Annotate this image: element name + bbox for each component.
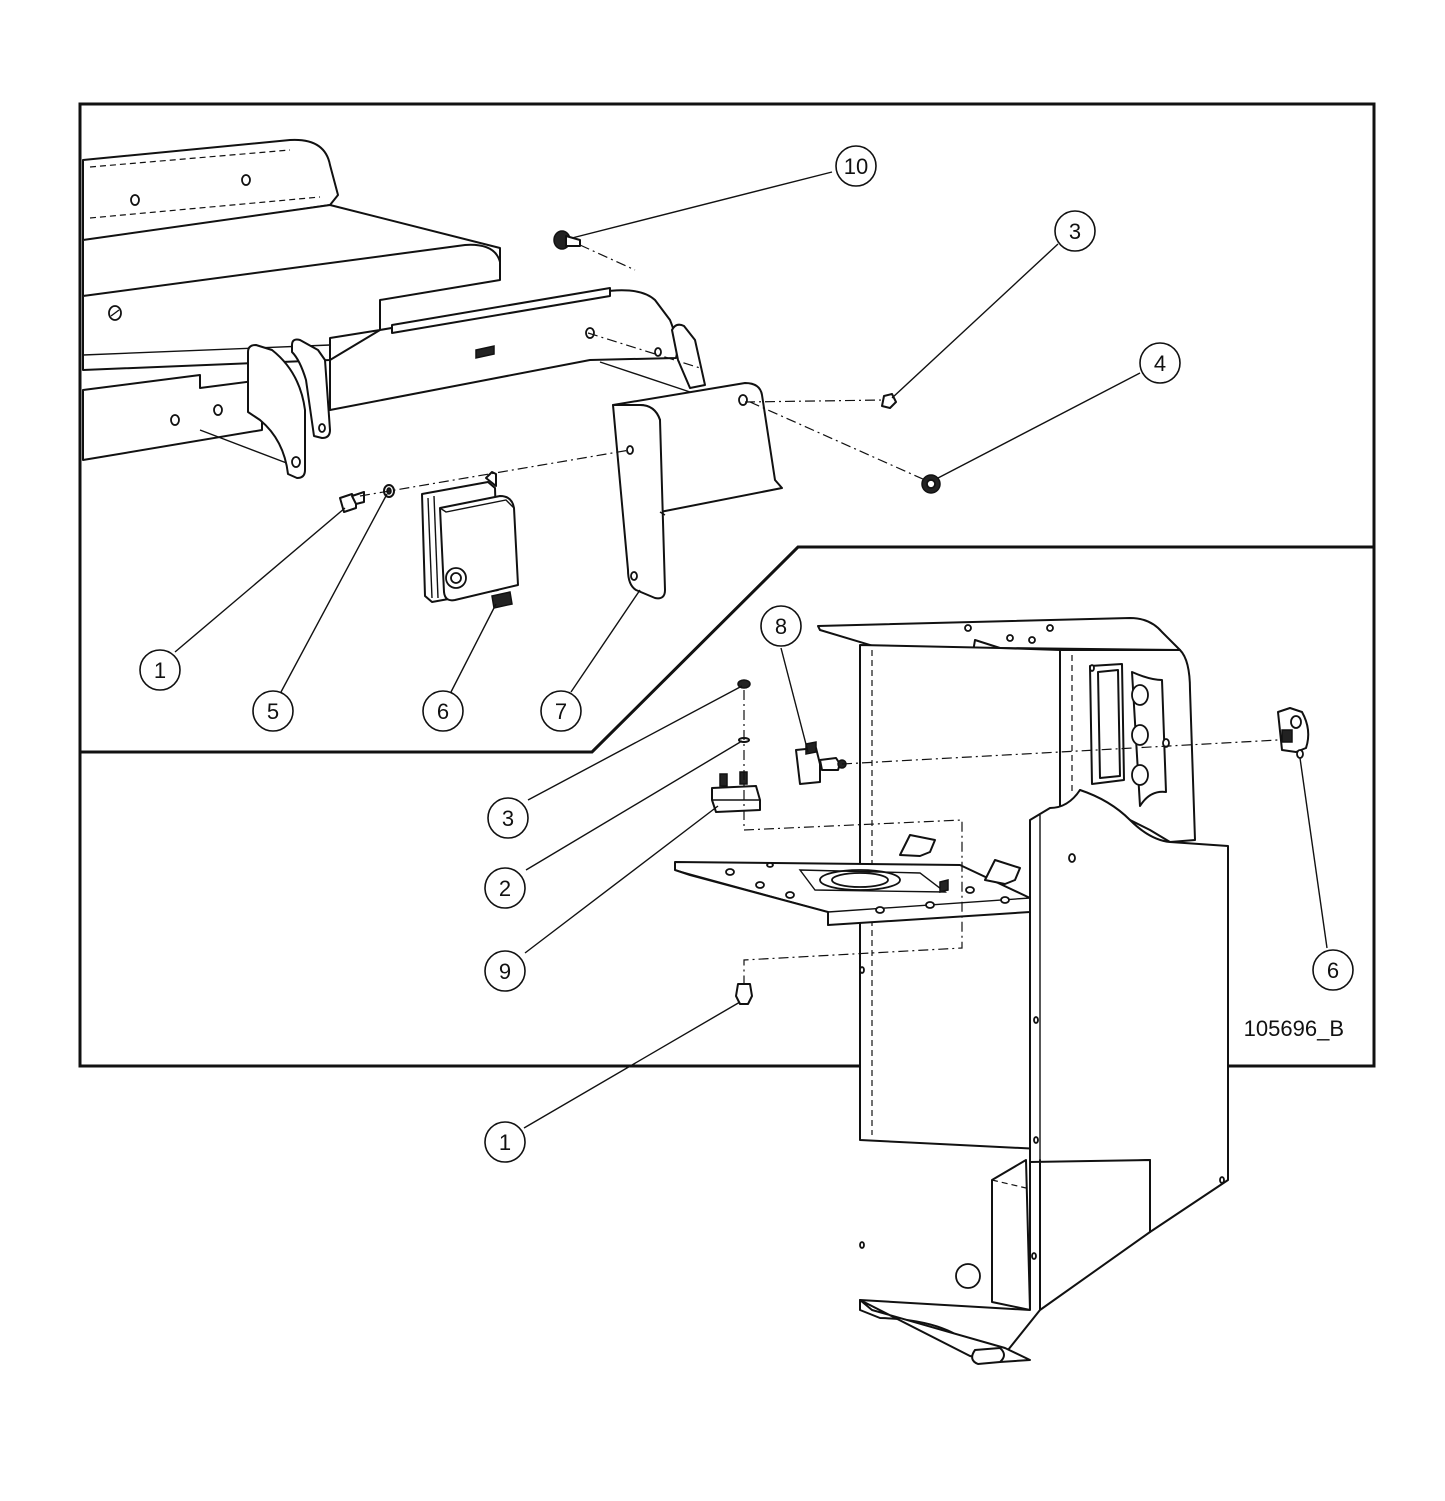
callout-6-lower: 6 [1312, 949, 1354, 991]
leader-lines [174, 171, 1328, 1129]
callout-label: 1 [154, 658, 166, 683]
side-module [1277, 707, 1310, 759]
callout-9: 9 [484, 950, 526, 992]
toggle-switch [795, 741, 847, 785]
callout-3-lower: 3 [487, 797, 529, 839]
drawing-id: 105696_B [1244, 1016, 1344, 1041]
callout-4: 4 [1139, 342, 1181, 384]
tower-enclosure [817, 617, 1229, 1365]
callout-label: 7 [555, 699, 567, 724]
callout-label: 4 [1154, 351, 1166, 376]
callout-label: 2 [499, 876, 511, 901]
callout-1-top: 1 [139, 649, 181, 691]
callout-5: 5 [252, 690, 294, 732]
callout-label: 6 [437, 699, 449, 724]
callout-label: 9 [499, 959, 511, 984]
angle-bracket [612, 382, 783, 600]
frame-assembly [82, 138, 706, 479]
callout-label: 5 [267, 699, 279, 724]
circuit-breaker [711, 771, 761, 813]
callout-3-top: 3 [1054, 210, 1096, 252]
callout-label: 3 [502, 806, 514, 831]
callout-8: 8 [760, 605, 802, 647]
callout-label: 1 [499, 1130, 511, 1155]
detail-inset-border [80, 545, 1374, 754]
callout-1-lower: 1 [484, 1121, 526, 1163]
callout-label: 10 [844, 154, 868, 179]
callout-10: 10 [835, 145, 877, 187]
callout-6-top: 6 [422, 690, 464, 732]
callout-label: 8 [775, 614, 787, 639]
callout-2: 2 [484, 867, 526, 909]
mounting-plate [674, 834, 1031, 926]
callout-label: 6 [1327, 958, 1339, 983]
lower-centerlines [743, 690, 1279, 985]
callout-label: 3 [1069, 219, 1081, 244]
callout-7: 7 [540, 690, 582, 732]
control-module [421, 471, 519, 609]
lower-hardware [735, 679, 753, 1005]
top-centerlines [359, 244, 926, 497]
diagram-frame [78, 102, 1376, 1068]
